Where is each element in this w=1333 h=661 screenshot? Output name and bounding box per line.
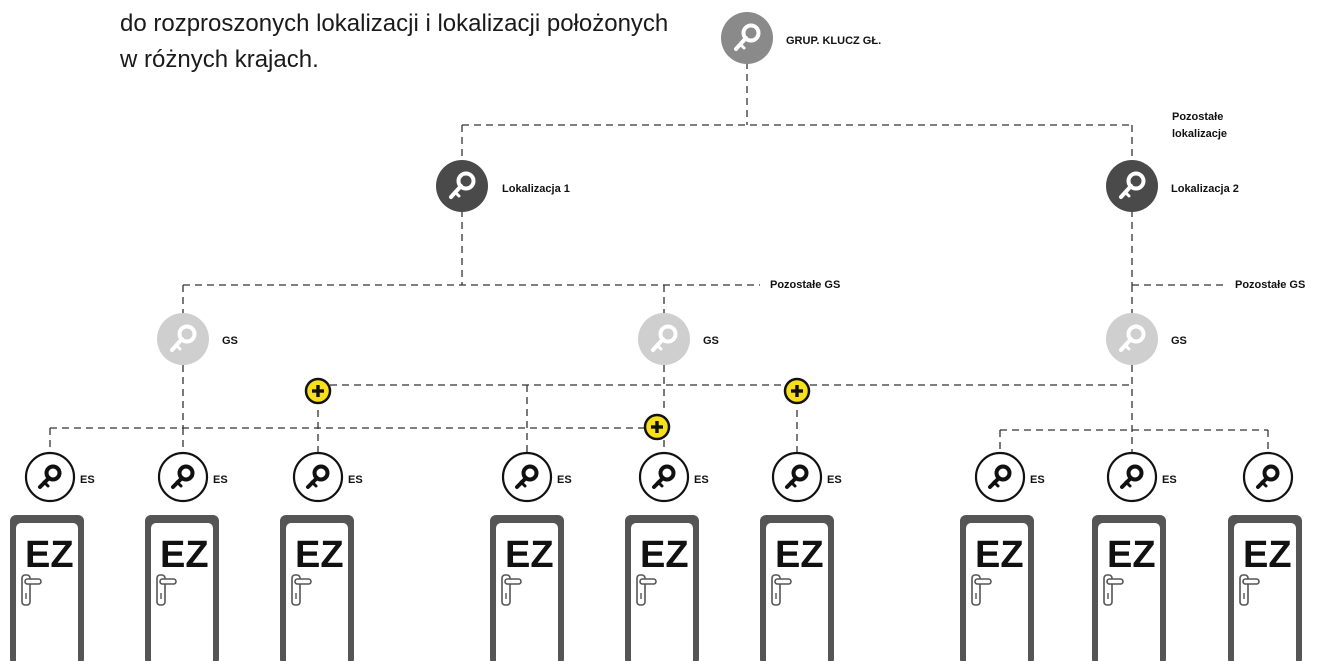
- door-label: EZ: [25, 534, 74, 576]
- intro-line-2: w różnych krajach.: [120, 46, 319, 73]
- door: EZ: [959, 514, 1035, 661]
- intro-line-1: do rozproszonych lokalizacji i lokalizac…: [120, 10, 669, 37]
- single-key-label: ES: [213, 474, 228, 486]
- single-key-node: ES: [292, 451, 363, 503]
- group-key-node-3: GS: [1106, 313, 1187, 365]
- door: EZ: [144, 514, 220, 661]
- single-key-node: [1242, 451, 1294, 503]
- single-key-node: ES: [501, 451, 572, 503]
- other-locations-label-2: lokalizacje: [1172, 128, 1227, 140]
- door: EZ: [624, 514, 700, 661]
- location-1-node: Lokalizacja 1: [436, 160, 570, 212]
- door-label: EZ: [505, 534, 554, 576]
- door: EZ: [279, 514, 355, 661]
- location-1-label: Lokalizacja 1: [502, 183, 570, 195]
- door: EZ: [1091, 514, 1167, 661]
- master-key-node: GRUP. KLUCZ GŁ.: [721, 12, 881, 64]
- door: EZ: [489, 514, 565, 661]
- single-key-nodes: ES ES ES ES ES ES ES ES: [24, 451, 1294, 503]
- door-nodes: EZ EZ EZ EZ EZ EZ EZ EZ EZ: [9, 514, 1303, 661]
- door: EZ: [9, 514, 85, 661]
- door-label: EZ: [295, 534, 344, 576]
- door-label: EZ: [975, 534, 1024, 576]
- location-2-node: Lokalizacja 2: [1106, 160, 1239, 212]
- door-label: EZ: [1243, 534, 1292, 576]
- door-label: EZ: [640, 534, 689, 576]
- single-key-node: ES: [157, 451, 228, 503]
- single-key-node: ES: [771, 451, 842, 503]
- single-key-node: ES: [638, 451, 709, 503]
- group-key-label: GS: [703, 335, 719, 347]
- group-key-label: GS: [222, 335, 238, 347]
- single-key-label: ES: [1162, 474, 1177, 486]
- single-key-node: ES: [24, 451, 95, 503]
- single-key-label: ES: [694, 474, 709, 486]
- door-label: EZ: [1107, 534, 1156, 576]
- other-gs-label-1: Pozostałe GS: [770, 279, 840, 291]
- plus-icon: [783, 377, 811, 405]
- single-key-label: ES: [827, 474, 842, 486]
- group-key-label: GS: [1171, 335, 1187, 347]
- single-key-node: ES: [1106, 451, 1177, 503]
- door: EZ: [759, 514, 835, 661]
- door-label: EZ: [160, 534, 209, 576]
- connector-lines: [49, 62, 1269, 452]
- door: EZ: [1227, 514, 1303, 661]
- door-label: EZ: [775, 534, 824, 576]
- single-key-label: ES: [348, 474, 363, 486]
- group-key-node-1: GS: [157, 313, 238, 365]
- plus-icon: [643, 413, 671, 441]
- single-key-node: ES: [974, 451, 1045, 503]
- intro-text: do rozproszonych lokalizacji i lokalizac…: [120, 6, 680, 78]
- master-key-label: GRUP. KLUCZ GŁ.: [786, 35, 881, 47]
- other-gs-label-2: Pozostałe GS: [1235, 279, 1305, 291]
- group-key-node-2: GS: [638, 313, 719, 365]
- location-2-label: Lokalizacja 2: [1171, 183, 1239, 195]
- single-key-label: ES: [557, 474, 572, 486]
- single-key-label: ES: [80, 474, 95, 486]
- other-locations-label-1: Pozostałe: [1172, 111, 1223, 123]
- single-key-label: ES: [1030, 474, 1045, 486]
- plus-icon: [304, 377, 332, 405]
